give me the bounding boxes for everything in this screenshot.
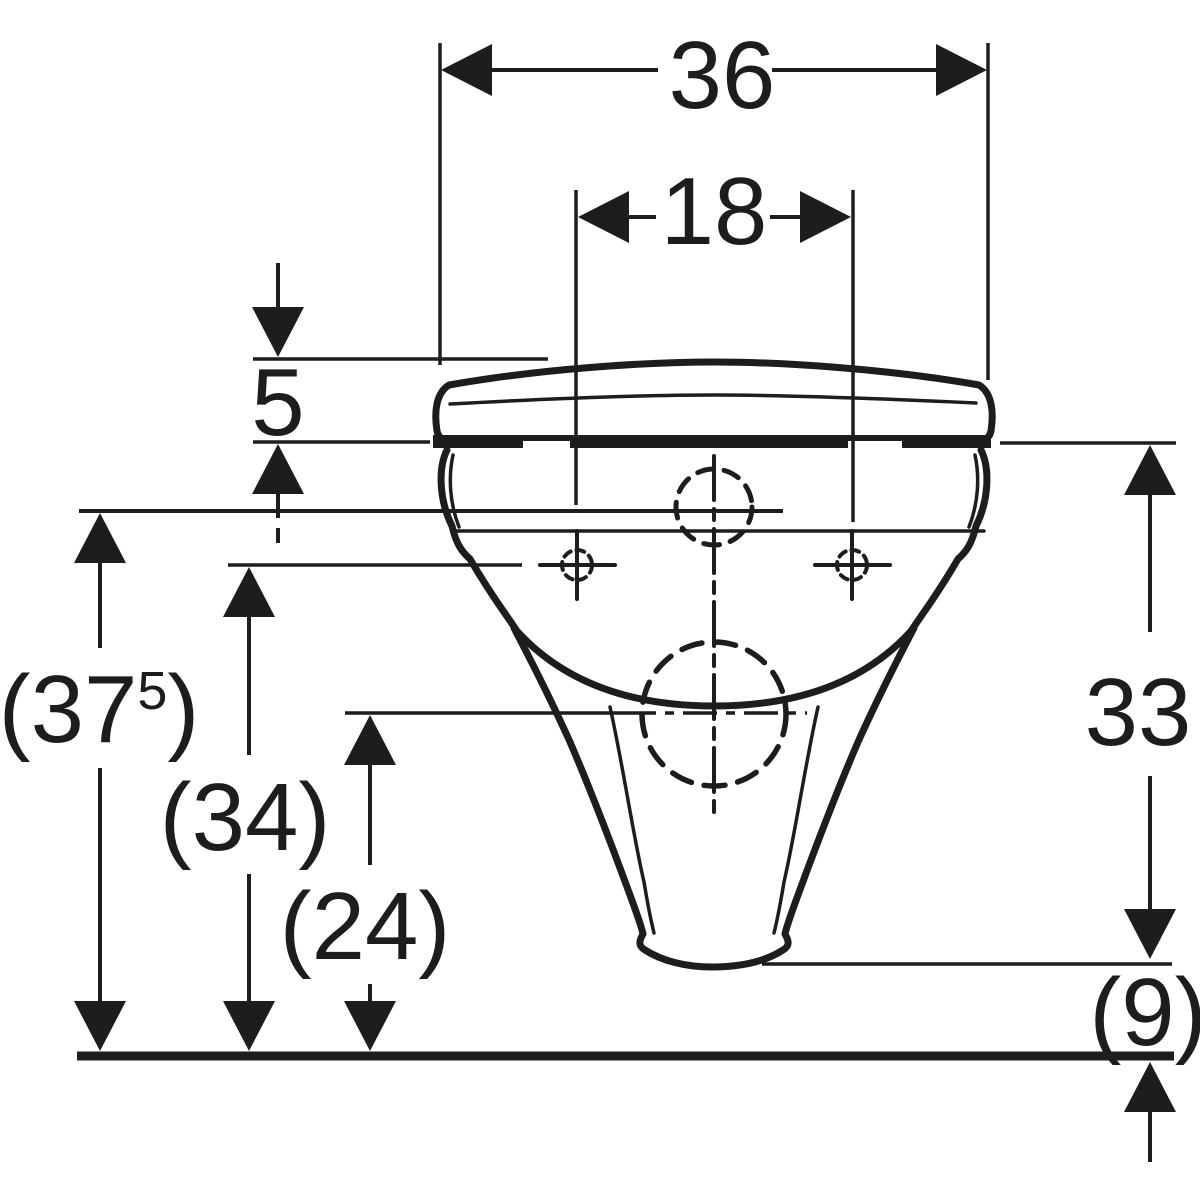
arrowhead-right xyxy=(936,44,987,96)
seat-lid xyxy=(432,358,996,444)
fixing-hole-right xyxy=(813,529,892,601)
arrowhead-down xyxy=(223,1001,275,1051)
fixing-hole-left xyxy=(538,529,617,601)
dimension-overall-width: 36 xyxy=(438,22,990,380)
seat-buffer-gap-left xyxy=(523,441,570,449)
dimension-outlet-height: (24) xyxy=(280,711,807,1051)
dim-label-18: 18 xyxy=(661,158,768,265)
arrowhead-down xyxy=(344,1001,396,1051)
seat-buffer-gap-right xyxy=(848,441,902,449)
trap-inner-line-right xyxy=(772,705,820,935)
dimension-hole-height: (34) xyxy=(160,563,522,1051)
dim-label-36: 36 xyxy=(669,22,776,129)
dimension-overall-height: (375) xyxy=(0,509,783,1051)
arrowhead-up xyxy=(1124,1062,1176,1112)
dimension-seat-thickness: 5 xyxy=(251,263,548,543)
dimension-hole-spacing: 18 xyxy=(574,158,855,522)
bowl-inner-line-left xyxy=(448,453,461,529)
arrowhead-right xyxy=(800,191,851,243)
arrowhead-up xyxy=(252,444,304,494)
dim-label-9: (9) xyxy=(1089,959,1200,1066)
seat-lid-inner-line xyxy=(448,393,978,406)
arrowhead-down xyxy=(1124,909,1176,959)
arrowhead-up xyxy=(344,715,396,765)
toilet-figure xyxy=(432,358,996,971)
trap-inner-line-left xyxy=(608,705,656,935)
bowl-upper-outline xyxy=(437,446,991,637)
dim-label-5: 5 xyxy=(251,349,304,456)
dim-label-34: (34) xyxy=(160,764,331,871)
arrowhead-down xyxy=(74,1001,126,1051)
outlet-trap xyxy=(510,624,918,971)
dim-label-33: 33 xyxy=(1085,659,1192,766)
arrowhead-up xyxy=(223,567,275,617)
arrowhead-down xyxy=(252,307,304,357)
dimension-bottom-clearance: (9) xyxy=(762,959,1200,1162)
arrowhead-up xyxy=(74,513,126,563)
dim-label-37-5: (375) xyxy=(0,656,199,763)
arrowhead-left xyxy=(441,44,492,96)
arrowhead-up xyxy=(1124,445,1176,495)
dimension-rim-height: 33 xyxy=(1000,441,1192,959)
dim-label-24: (24) xyxy=(280,873,451,980)
seat-ring-band xyxy=(433,435,991,449)
arrowhead-left xyxy=(578,191,629,243)
bowl-inner-line-right xyxy=(967,453,980,529)
